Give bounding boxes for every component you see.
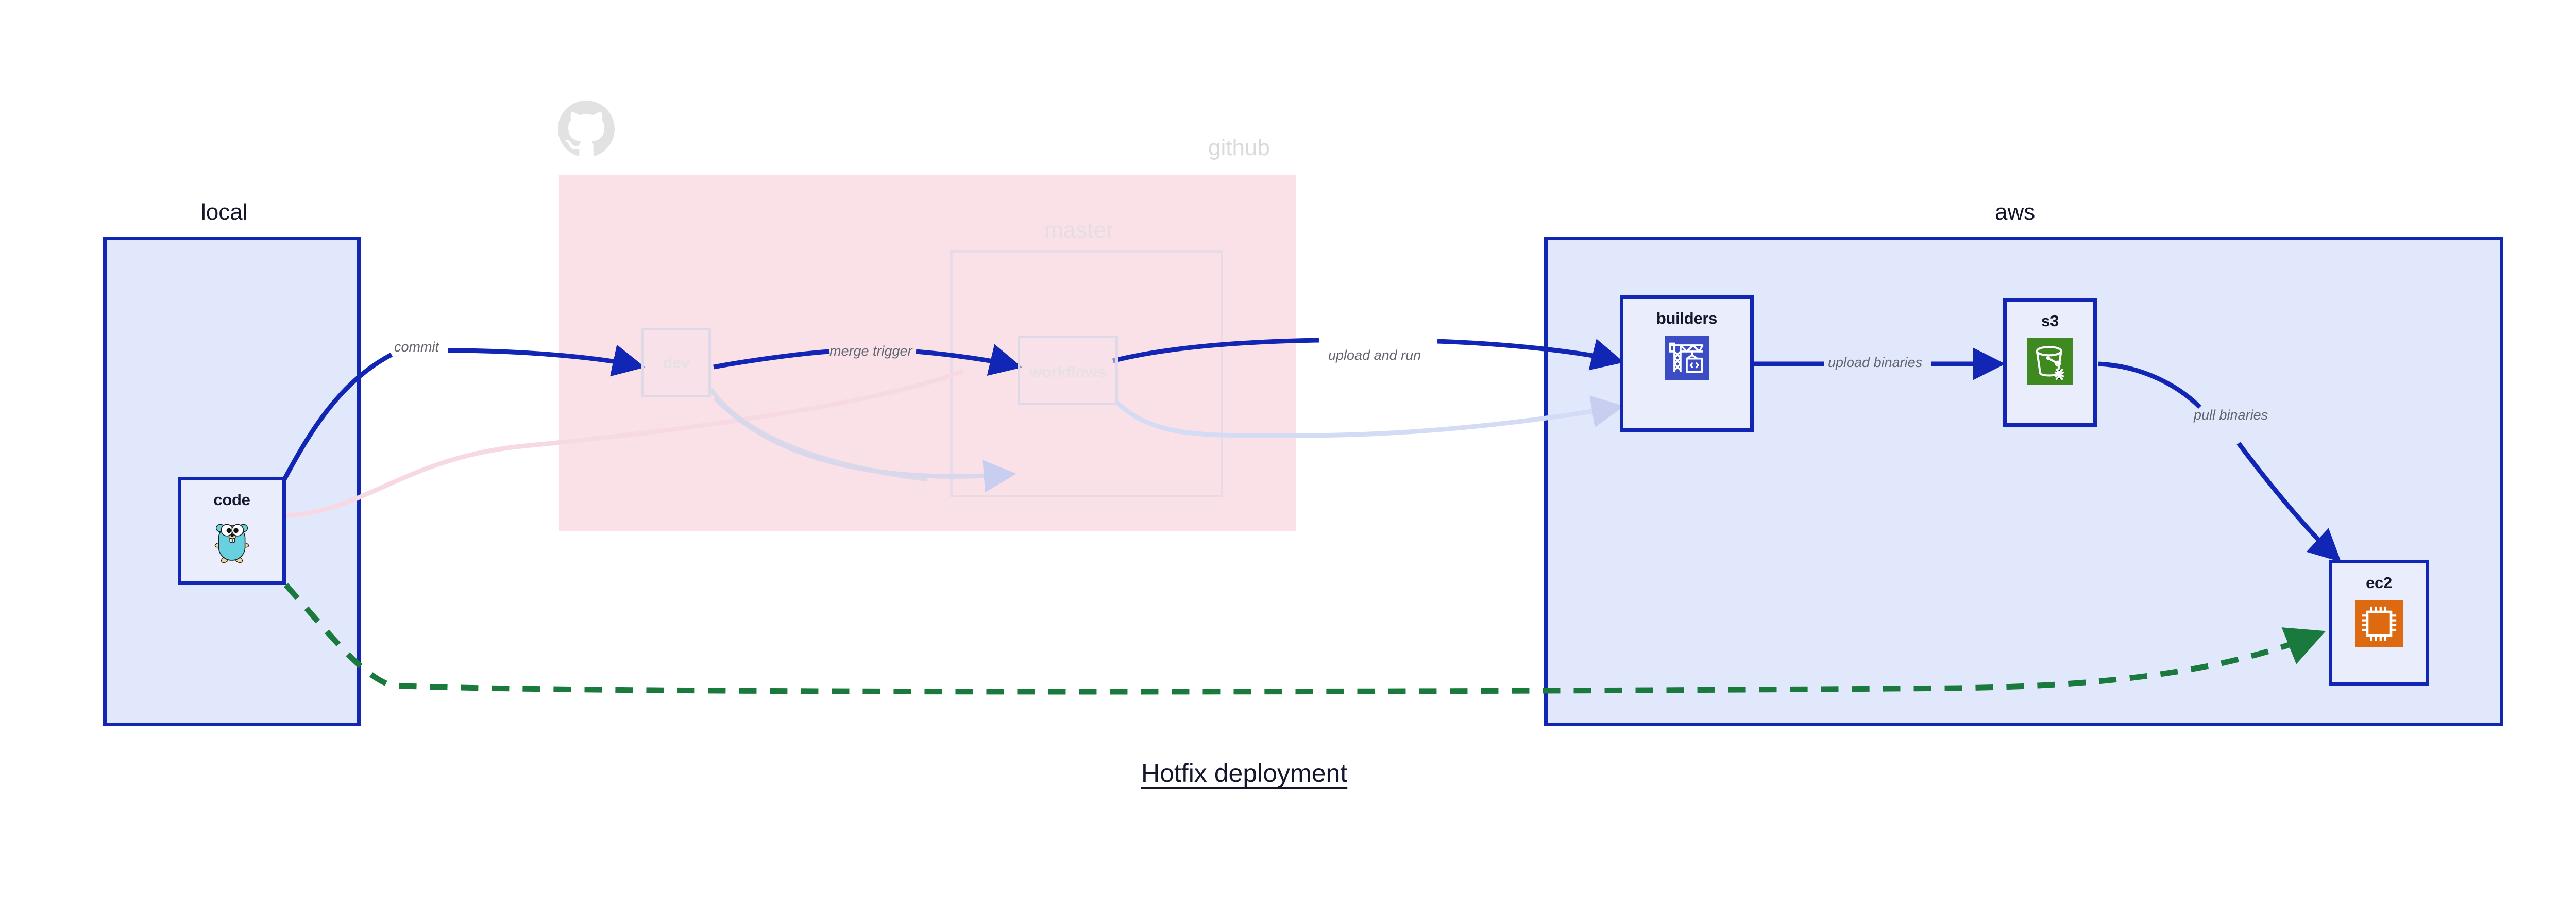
group-label-local: local [201,199,248,225]
group-label-aws: aws [1995,199,2036,225]
node-builders-label: builders [1656,309,1718,327]
node-workflows[interactable]: workflows [1018,336,1118,405]
diagram-title: Hotfix deployment [1141,759,1348,788]
node-ec2-label: ec2 [2366,574,2392,592]
node-dev-label: dev [663,354,690,372]
node-code-label: code [213,491,250,509]
aws-ec2-icon [2355,600,2403,647]
go-gopher-icon [210,517,254,563]
node-workflows-label: workflows [1029,363,1106,381]
node-code[interactable]: code [178,477,286,585]
aws-s3-icon [2027,338,2073,385]
node-s3-label: s3 [2041,312,2059,330]
edge-label-upload-and-run: upload and run [1328,347,1421,363]
node-ec2[interactable]: ec2 [2329,560,2429,686]
aws-codebuild-icon [1665,336,1709,380]
node-builders[interactable]: builders [1620,295,1754,432]
edge-label-pull-binaries: pull binaries [2194,407,2268,423]
node-s3[interactable]: s3 [2003,298,2097,427]
edge-label-upload-binaries: upload binaries [1828,355,1923,370]
node-dev[interactable]: dev [641,328,711,397]
group-label-github: github [1208,135,1270,160]
github-octocat-icon [558,101,615,157]
edge-label-merge-trigger: merge trigger [829,343,912,359]
edge-label-commit: commit [394,339,439,355]
group-label-master: master [1044,218,1114,243]
